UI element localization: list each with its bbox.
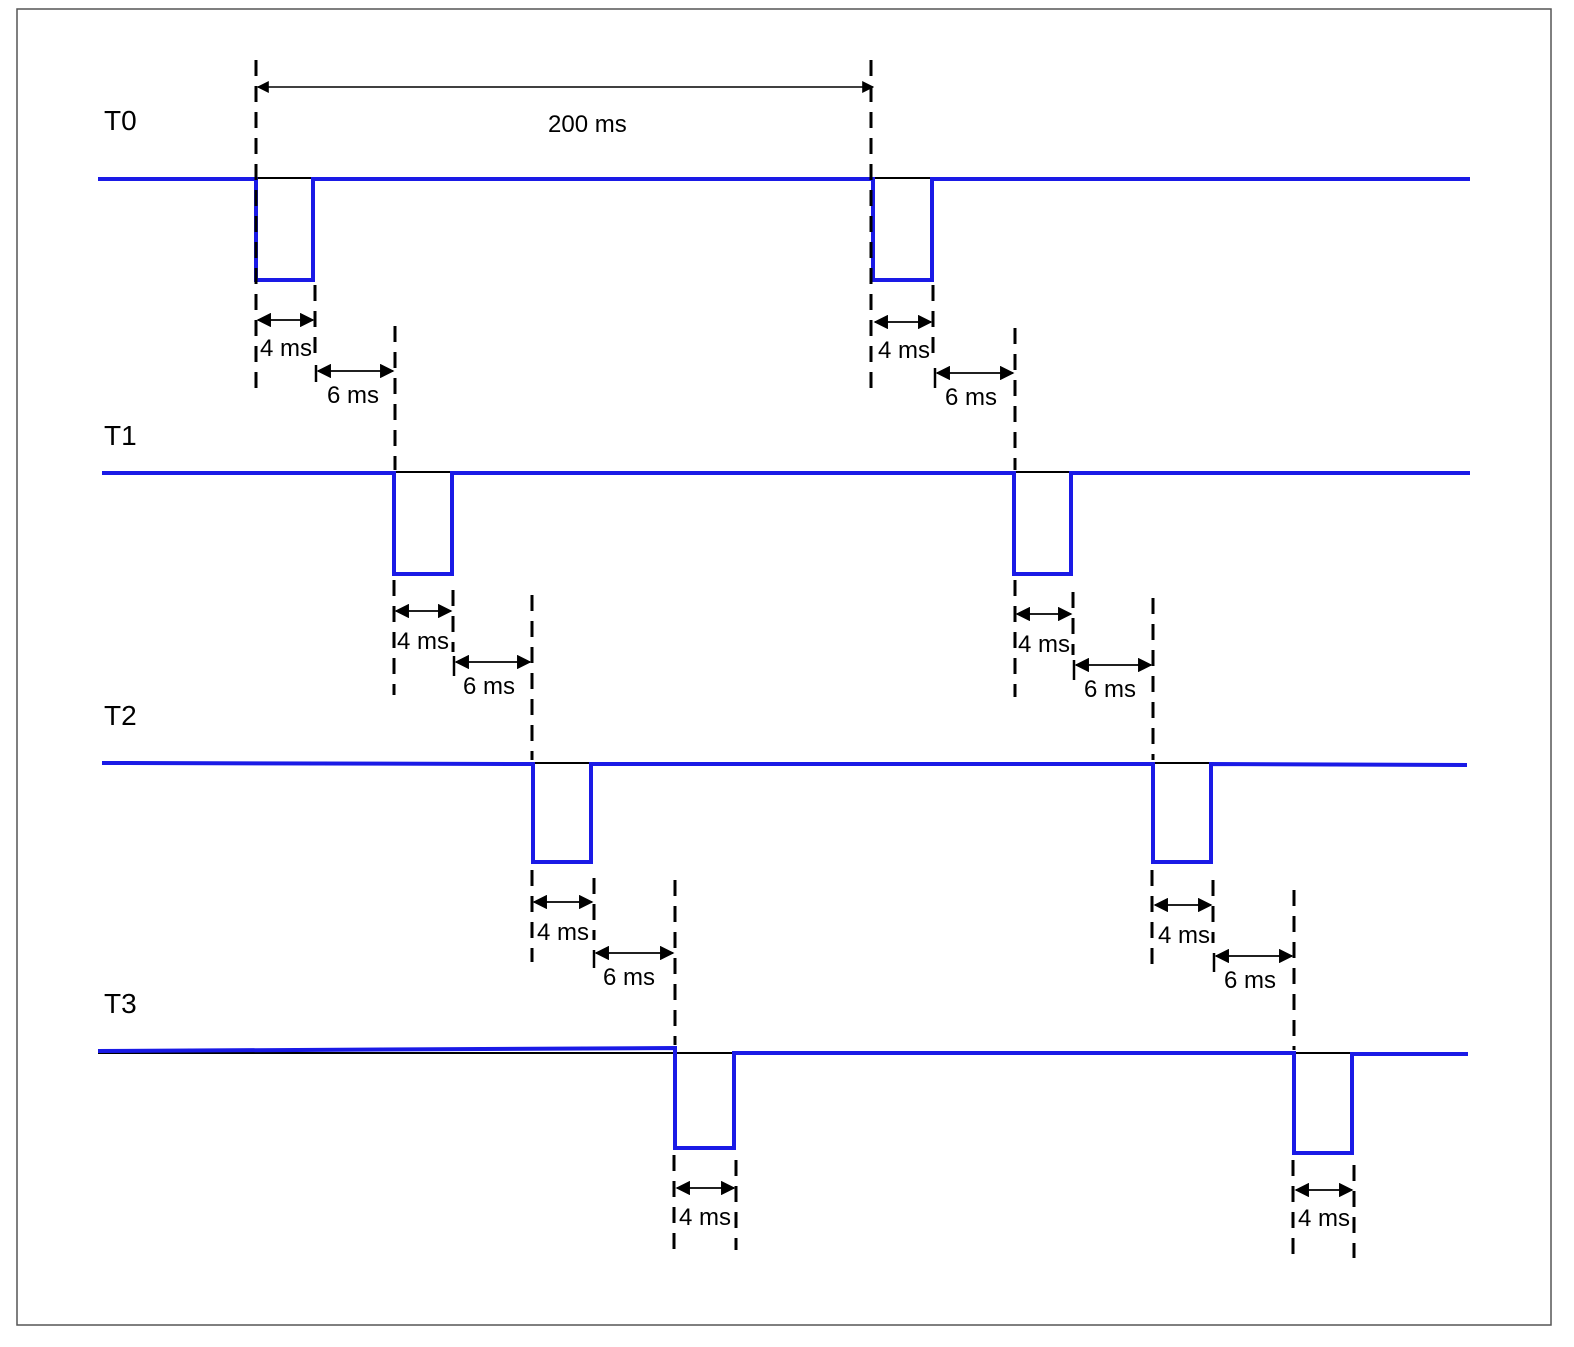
gap-label-t1-b: 6 ms <box>1084 676 1136 703</box>
pulse-width-label-t3-b: 4 ms <box>1298 1205 1350 1232</box>
gap-label-t2-b: 6 ms <box>1224 967 1276 994</box>
gap-label-t2-a: 6 ms <box>603 964 655 991</box>
gap-label-t0-b: 6 ms <box>945 384 997 411</box>
dashed-guides <box>254 60 1356 1258</box>
channel-label-t2: T2 <box>104 700 137 731</box>
gap-label-t0-a: 6 ms <box>327 382 379 409</box>
signal-t1 <box>102 471 1470 576</box>
pulse-width-label-t1-b: 4 ms <box>1018 631 1070 658</box>
pulse-width-label-t3-a: 4 ms <box>679 1204 731 1231</box>
period-label: 200 ms <box>548 111 627 138</box>
diagram-border <box>16 8 1552 1326</box>
pulse-top-lines <box>98 177 1468 1054</box>
pulse-width-label-t2-b: 4 ms <box>1158 922 1210 949</box>
gap-ticks <box>314 365 1216 972</box>
pulse-width-label-t0-a: 4 ms <box>260 335 312 362</box>
signal-t3 <box>97 1045 1468 1155</box>
channel-label-t1: T1 <box>104 420 137 451</box>
pulse-width-arrows <box>256 312 1354 1198</box>
pulse-width-label-t0-b: 4 ms <box>878 337 930 364</box>
signal-t0 <box>98 177 1470 282</box>
signal-t2 <box>101 761 1468 864</box>
channel-label-t0: T0 <box>104 105 137 136</box>
gap-arrows <box>316 363 1294 964</box>
pulse-width-label-t1-a: 4 ms <box>397 628 449 655</box>
pulse-width-label-t2-a: 4 ms <box>537 919 589 946</box>
gap-label-t1-a: 6 ms <box>463 673 515 700</box>
channel-label-t3: T3 <box>104 988 137 1019</box>
